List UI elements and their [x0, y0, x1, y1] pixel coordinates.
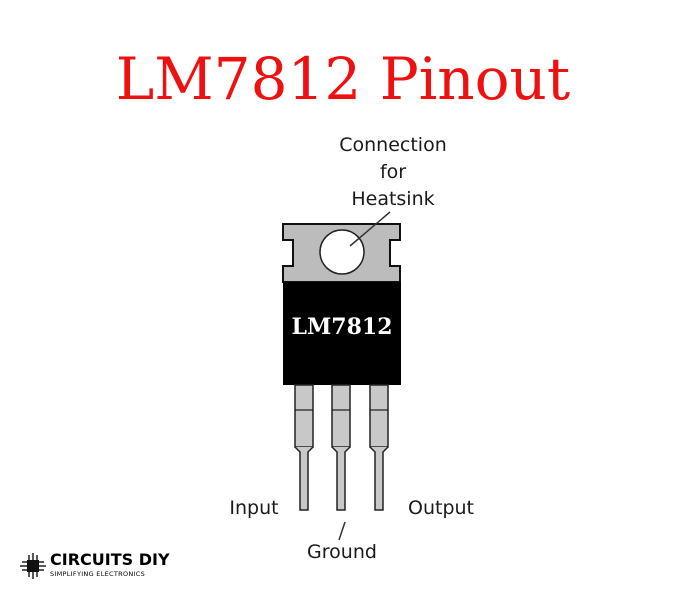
- pin-1-upper: [294, 384, 314, 448]
- heatsink-leader-line: [349, 211, 391, 247]
- heatsink-label-line-2: for: [379, 161, 407, 183]
- heatsink-label-line-1: Connection: [339, 134, 447, 156]
- logo-tagline: SIMPLIFYING ELECTRONICS: [50, 570, 146, 578]
- pin-2-lead: [331, 446, 351, 511]
- page-title: LM7812 Pinout: [115, 45, 571, 113]
- chip-label: LM7812: [291, 314, 393, 340]
- mounting-hole: [319, 229, 365, 275]
- logo-name: CIRCUITS DIY: [50, 550, 170, 569]
- pin-1-lead: [294, 446, 314, 511]
- pin-label-input: Input: [229, 497, 279, 519]
- chip-body: [283, 282, 401, 385]
- pin-2-upper: [331, 384, 351, 448]
- brand-logo: CIRCUITS DIY SIMPLIFYING ELECTRONICS: [20, 551, 200, 585]
- pin-label-output: Output: [408, 497, 474, 519]
- heatsink-label: Connection for Heatsink: [318, 133, 468, 214]
- pin-3-lead: [369, 446, 389, 511]
- heatsink-label-line-3: Heatsink: [351, 188, 435, 210]
- pin-3-upper: [369, 384, 389, 448]
- chip-icon: [20, 553, 46, 579]
- ground-leader-line: [338, 521, 346, 541]
- pin-label-ground: Ground: [307, 541, 377, 563]
